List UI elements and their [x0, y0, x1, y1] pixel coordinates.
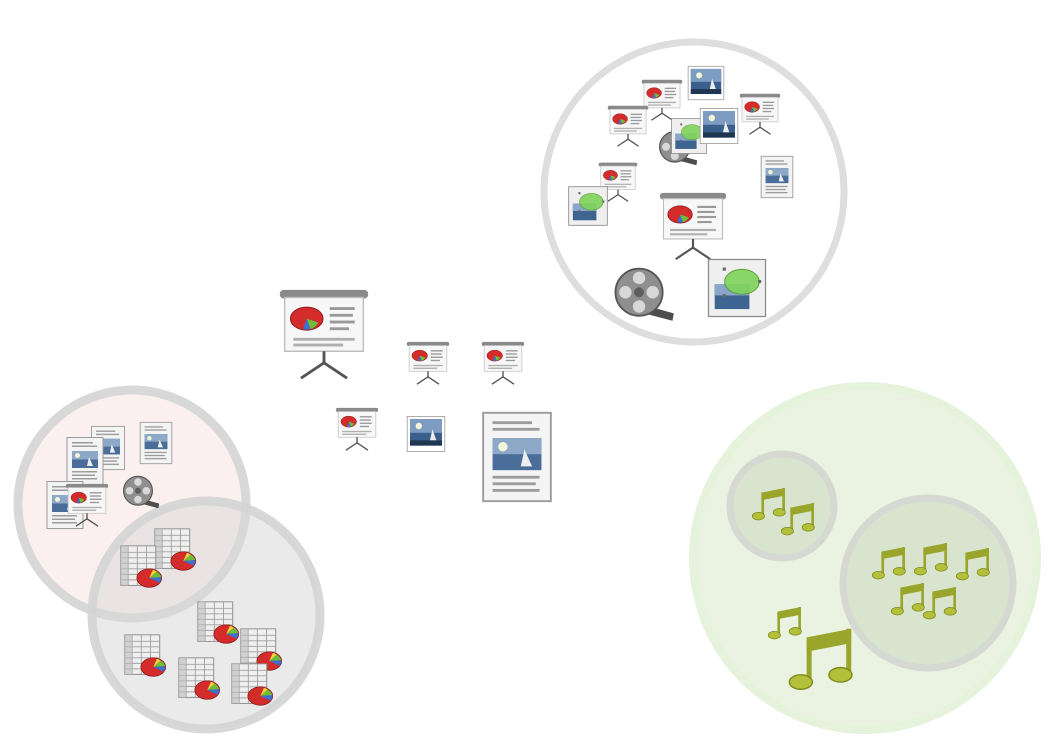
spreadsheet-icon	[124, 634, 167, 677]
center-icons	[278, 288, 552, 503]
drawing-icon	[568, 186, 608, 226]
cluster-music-small	[726, 450, 838, 562]
presentation-icon	[481, 341, 525, 385]
image-icon	[66, 437, 104, 485]
cluster-music-large	[839, 494, 1017, 672]
document-icon	[760, 155, 794, 199]
spreadsheet-icon	[197, 601, 240, 644]
spreadsheet-icon	[231, 663, 274, 706]
presentation-icon	[406, 341, 450, 385]
image-icon	[687, 65, 725, 101]
image-icon	[406, 415, 446, 453]
document-icon	[139, 421, 173, 465]
drawing-icon	[707, 258, 767, 318]
presentation-icon	[278, 288, 370, 380]
image-icon	[699, 107, 739, 145]
spreadsheet-icon	[178, 657, 221, 700]
document-icon	[482, 411, 552, 503]
spreadsheet-icon	[120, 545, 163, 588]
spreadsheet-icon	[154, 528, 197, 571]
presentation-icon	[335, 407, 379, 451]
